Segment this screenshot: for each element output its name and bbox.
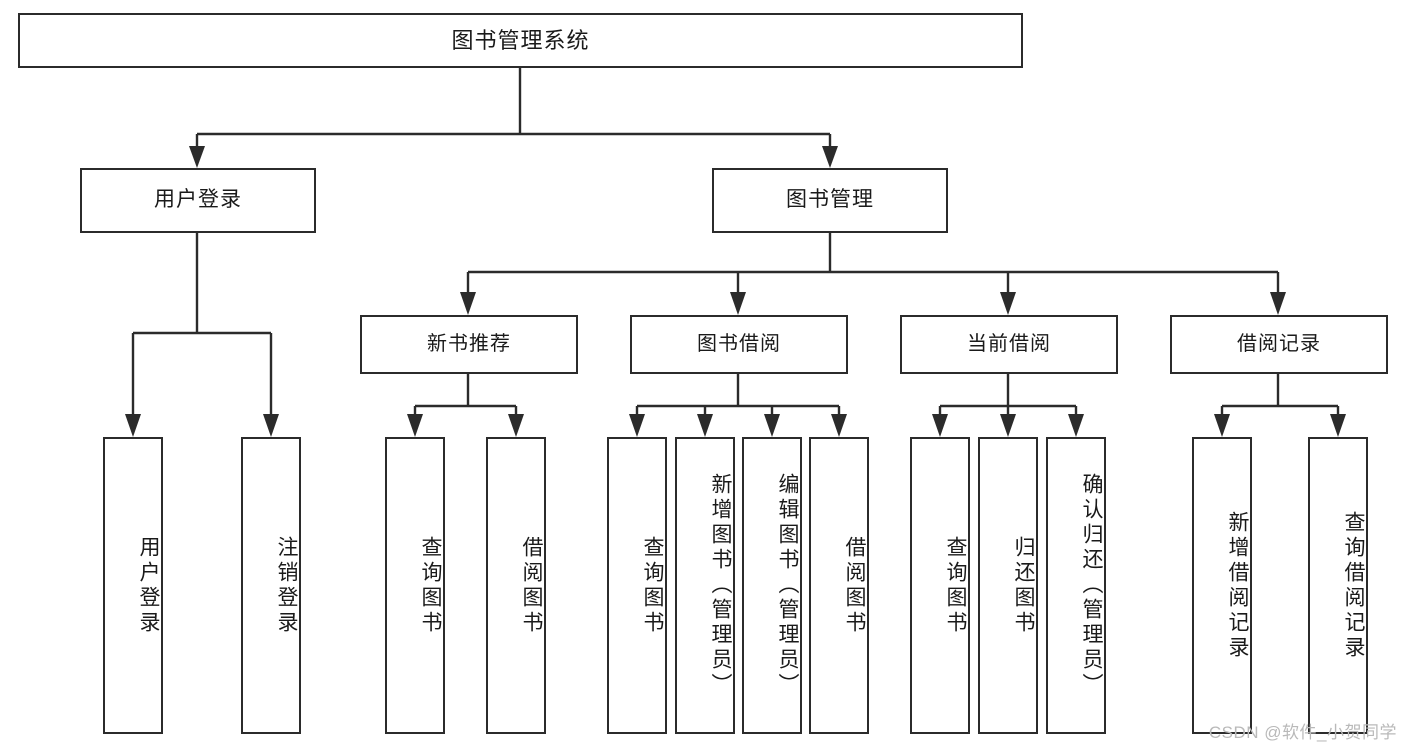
node-label: 图书管理系统 [451,27,590,53]
leaf-return-book[interactable]: 归还图书 [978,437,1038,734]
node-book-borrow[interactable]: 图书借阅 [630,315,848,374]
csdn-watermark: CSDN @软件_小贺同学 [1208,723,1397,742]
leaf-add-book-admin[interactable]: 新增图书（管理员） [675,437,735,734]
node-label: 查询图书 [641,535,664,636]
leaf-query-book-recommend[interactable]: 查询图书 [385,437,445,734]
node-current-borrow[interactable]: 当前借阅 [900,315,1118,374]
node-label: 用户登录 [137,535,160,636]
leaf-add-borrow-record[interactable]: 新增借阅记录 [1192,437,1252,734]
leaf-user-login[interactable]: 用户登录 [103,437,163,734]
node-label: 借阅记录 [1237,333,1321,355]
node-root-book-management-system[interactable]: 图书管理系统 [18,13,1023,68]
node-label: 图书管理 [786,188,874,212]
node-label: 查询图书 [419,535,442,636]
node-new-book-recommend[interactable]: 新书推荐 [360,315,578,374]
node-label: 当前借阅 [967,333,1051,355]
node-label: 查询借阅记录 [1342,510,1365,661]
node-label: 确认归还（管理员） [1080,473,1103,698]
leaf-query-book-current[interactable]: 查询图书 [910,437,970,734]
leaf-borrow-book[interactable]: 借阅图书 [809,437,869,734]
node-label: 图书借阅 [697,333,781,355]
leaf-query-borrow-record[interactable]: 查询借阅记录 [1308,437,1368,734]
leaf-edit-book-admin[interactable]: 编辑图书（管理员） [742,437,802,734]
node-user-login[interactable]: 用户登录 [80,168,316,233]
node-label: 用户登录 [154,188,242,212]
node-borrow-record[interactable]: 借阅记录 [1170,315,1388,374]
node-book-management[interactable]: 图书管理 [712,168,948,233]
leaf-confirm-return-admin[interactable]: 确认归还（管理员） [1046,437,1106,734]
node-label: 注销登录 [275,535,298,636]
node-label: 借阅图书 [843,535,866,636]
node-label: 新书推荐 [427,333,511,355]
node-label: 新增借阅记录 [1226,510,1249,661]
leaf-logout[interactable]: 注销登录 [241,437,301,734]
leaf-query-book-borrow[interactable]: 查询图书 [607,437,667,734]
node-label: 查询图书 [944,535,967,636]
node-label: 编辑图书（管理员） [776,473,799,698]
node-label: 借阅图书 [520,535,543,636]
node-label: 归还图书 [1012,535,1035,636]
node-label: 新增图书（管理员） [709,473,732,698]
leaf-borrow-book-recommend[interactable]: 借阅图书 [486,437,546,734]
